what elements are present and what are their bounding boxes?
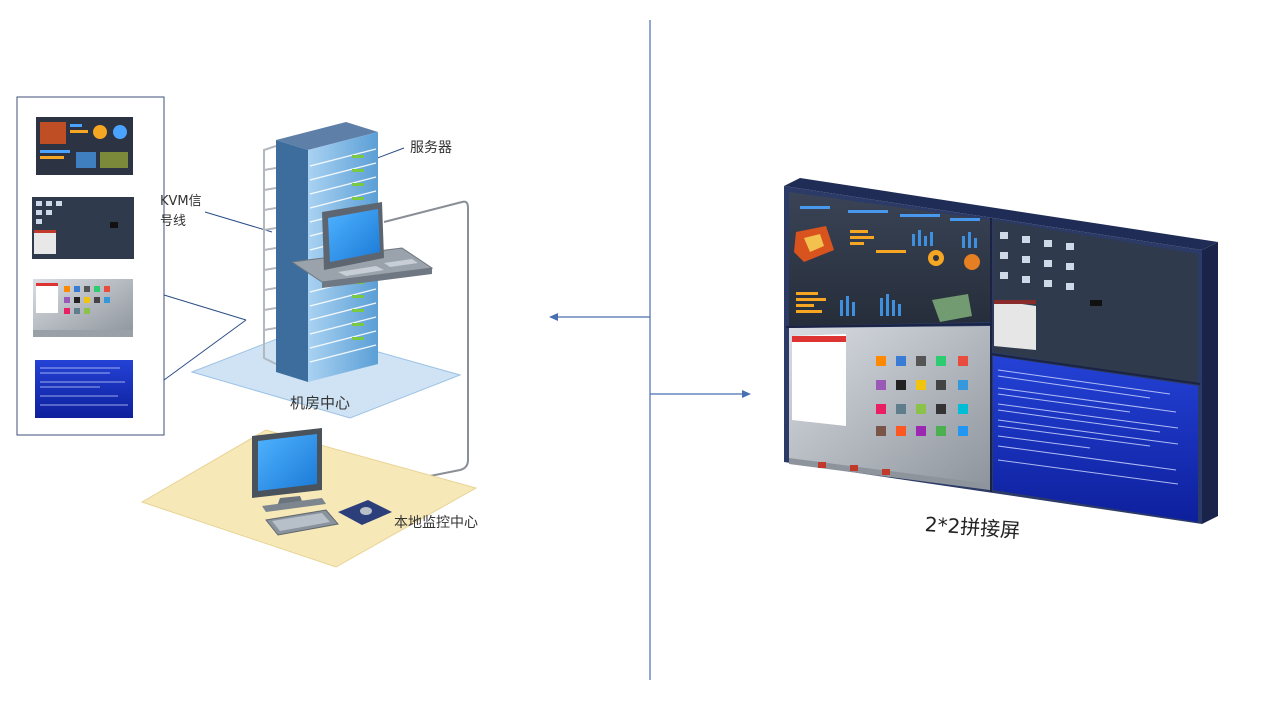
kvm-cable [379, 200, 469, 487]
kvm-signal-label: KVM信号线 [160, 194, 202, 229]
thumb-bluescreen [35, 360, 133, 418]
rack-console [290, 202, 434, 288]
machine-room-label: 机房中心 [290, 394, 351, 412]
video-wall [784, 178, 1218, 524]
local-monitor-center [140, 428, 478, 568]
local-monitor-label: 本地监控中心 [394, 515, 478, 531]
thumb-tablet [33, 279, 133, 337]
server-label: 服务器 [410, 140, 452, 156]
server-rack [263, 122, 434, 382]
divider-arrows [549, 20, 751, 680]
thumb-dashboard [36, 117, 133, 175]
arrow-right-icon [742, 390, 751, 398]
arrow-left-icon [549, 313, 558, 321]
thumb-desktop [32, 197, 134, 259]
wall-panel-dashboard [789, 192, 990, 326]
thumbnail-panel [16, 96, 165, 436]
